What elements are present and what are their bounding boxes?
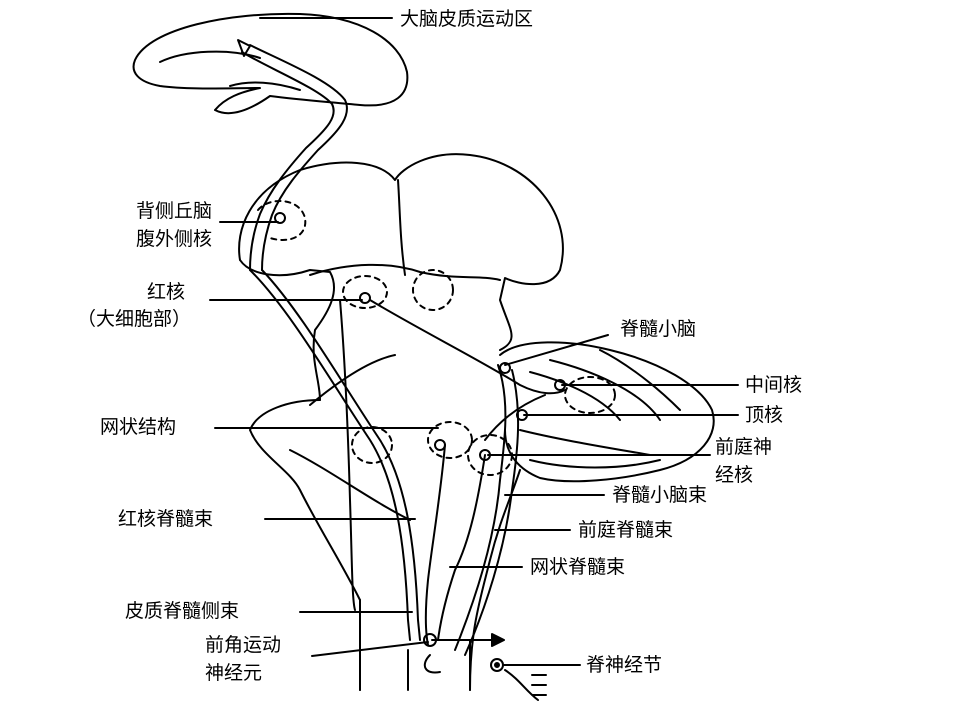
spinocerebellar-path bbox=[454, 364, 507, 651]
corticospinal-axon-outer bbox=[249, 44, 348, 271]
leader-motor-neuron bbox=[311, 641, 429, 657]
label-reticulospinal-tract: 网状脊髓束 bbox=[530, 556, 626, 578]
label-vestibulospinal-tract: 前庭脊髓束 bbox=[578, 519, 674, 541]
label-spinal-ganglion: 脊神经节 bbox=[586, 654, 663, 676]
cerebellum-folia-2 bbox=[549, 359, 661, 421]
spinocerebellar-path-2 bbox=[464, 369, 520, 656]
pons-upper-curve bbox=[309, 263, 501, 281]
reticulospinal-path bbox=[424, 444, 446, 646]
cerebral-cortex-outline bbox=[132, 12, 409, 115]
spinal-ganglion-nucleus bbox=[494, 662, 500, 668]
midbrain-left-outline bbox=[239, 259, 335, 401]
reticular-right-outline bbox=[427, 421, 473, 459]
red-nucleus-outline bbox=[342, 275, 388, 309]
interposed-outline bbox=[564, 376, 616, 414]
cerebellum-folia-5 bbox=[599, 349, 681, 411]
cerebellum-folia-4 bbox=[529, 459, 661, 469]
label-thalamus-line2: 腹外侧核 bbox=[135, 228, 212, 250]
label-red-nucleus-line1: 红核 bbox=[146, 281, 185, 303]
reticular-neuron bbox=[434, 439, 446, 451]
vestibulospinal-path bbox=[437, 454, 486, 641]
spinocerebellum-neuron bbox=[499, 362, 511, 374]
thalamus-outline bbox=[257, 199, 307, 241]
red-nucleus-to-cerebellum bbox=[369, 299, 566, 395]
label-vestibular-line2: 经核 bbox=[715, 464, 754, 486]
corticospinal-axon-inner bbox=[241, 51, 335, 271]
pons-right-outline bbox=[469, 469, 521, 691]
label-spinocerebellum: 脊髓小脑 bbox=[620, 318, 697, 340]
label-lateral-corticospinal-tract: 皮质脊髓侧束 bbox=[125, 600, 240, 622]
label-reticular-formation: 网状结构 bbox=[100, 416, 177, 438]
label-motor-cortex: 大脑皮质运动区 bbox=[400, 8, 534, 30]
red-nucleus-neuron bbox=[359, 292, 371, 304]
leader-spinocerebellum bbox=[504, 334, 609, 366]
cortex-inner-fold bbox=[159, 50, 261, 63]
label-motor-neuron-line1: 前角运动 bbox=[205, 634, 282, 656]
label-interposed-nucleus: 中间核 bbox=[745, 374, 803, 396]
motor-neuron-cortex bbox=[237, 39, 251, 57]
cerebellum-folia-1 bbox=[529, 371, 621, 421]
midbrain-outline bbox=[238, 153, 564, 351]
rubrospinal-path bbox=[339, 299, 356, 611]
label-vestibular-line1: 前庭神 bbox=[715, 436, 773, 458]
cerebellum-folia-3 bbox=[519, 429, 651, 456]
label-rubrospinal-tract: 红核脊髓束 bbox=[118, 508, 214, 530]
pons-cross-line-2 bbox=[309, 354, 396, 406]
cerebellar-peduncle bbox=[397, 179, 406, 276]
motor-output-arrowhead bbox=[491, 633, 505, 647]
thalamus-neuron bbox=[274, 212, 286, 224]
label-thalamus-line1: 背侧丘脑 bbox=[135, 200, 212, 222]
cerebellar-output-path bbox=[484, 394, 546, 441]
label-red-nucleus-line2: （大细胞部） bbox=[77, 308, 192, 330]
pons-outline bbox=[249, 399, 361, 691]
label-spinocerebellar-tract: 脊髓小脑束 bbox=[612, 484, 708, 506]
label-motor-neuron-line2: 神经元 bbox=[205, 662, 263, 684]
label-fastigial-nucleus: 顶核 bbox=[745, 404, 784, 426]
lateral-corticospinal-path bbox=[261, 269, 421, 641]
spinal-reflex-loop bbox=[423, 654, 441, 674]
red-nucleus-right-outline bbox=[412, 269, 454, 311]
ganglion-coil bbox=[504, 669, 547, 701]
lateral-corticospinal-path-2 bbox=[249, 269, 411, 641]
cerebellum-outline bbox=[499, 341, 715, 483]
cortex-gyrus bbox=[229, 81, 301, 91]
